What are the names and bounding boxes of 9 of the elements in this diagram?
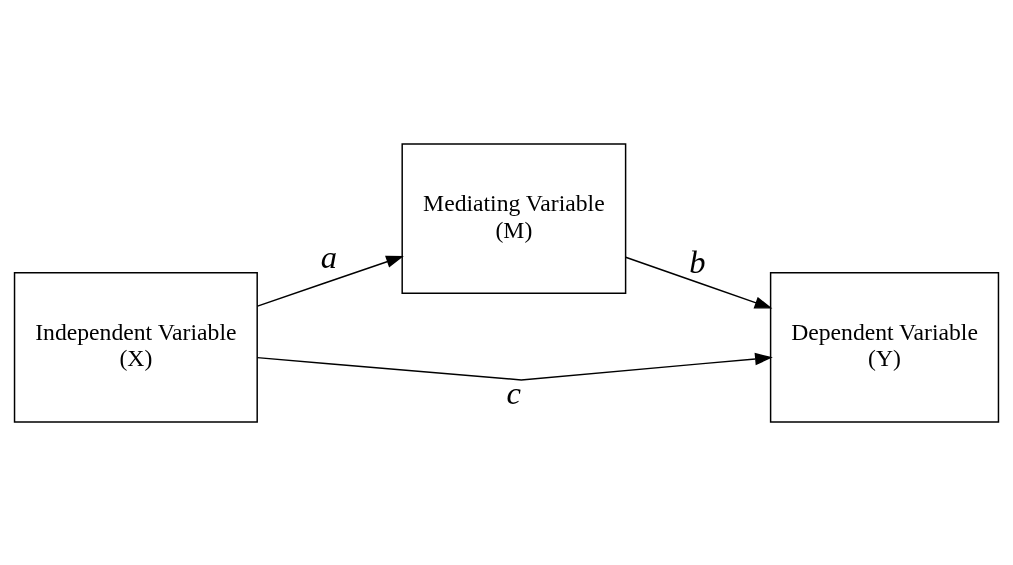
node-box: Dependent Variable (Y) [769, 271, 1000, 423]
arrow [256, 255, 404, 307]
arrow [624, 256, 773, 309]
edge-label: a [320, 238, 338, 275]
edge-label: b [689, 243, 706, 280]
node-box: Mediating Variable (M) [401, 142, 627, 294]
node-box: Independent Variable (X) [13, 271, 258, 423]
arrow [256, 352, 773, 381]
edge-label: c [506, 374, 521, 411]
